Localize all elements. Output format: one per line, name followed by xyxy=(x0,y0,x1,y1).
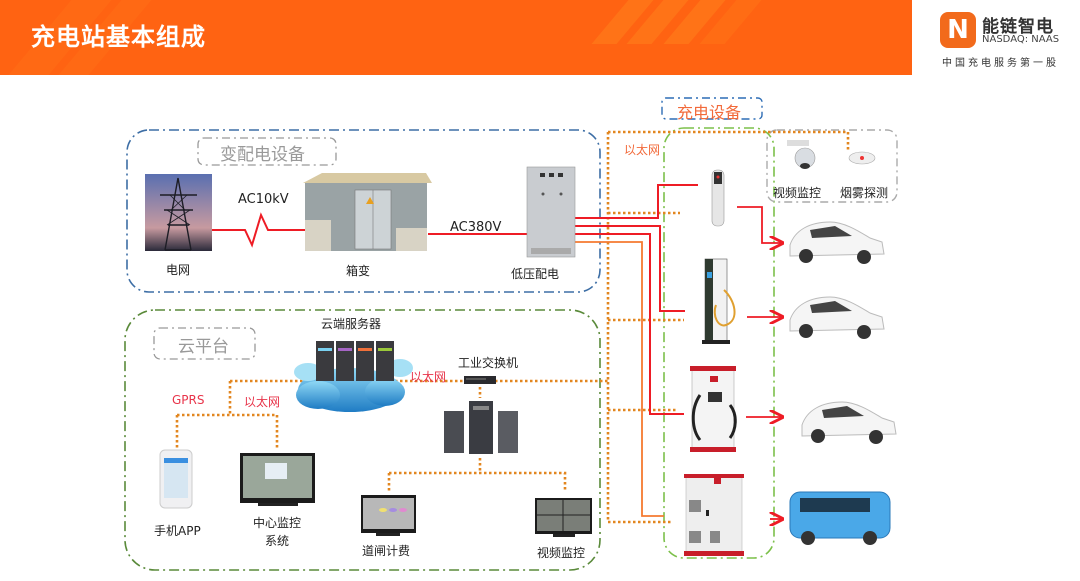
bus-image xyxy=(789,491,891,545)
car-3-image xyxy=(801,401,897,444)
industrial-switch-image xyxy=(464,376,496,384)
gate-billing-monitor-image xyxy=(361,495,416,536)
logo-ticker: NASDAQ: NAAS xyxy=(982,34,1060,45)
ac-charging-pile-image xyxy=(702,258,736,344)
lv-link-label: AC380V xyxy=(450,220,502,235)
charging-group-title: 充电设备 xyxy=(677,103,742,122)
power-lines xyxy=(211,184,698,415)
aux-video-label: 视频监控 xyxy=(773,186,822,200)
low-voltage-cabinet-image xyxy=(526,166,576,258)
logo-slogan: 中国充电服务第一股 xyxy=(942,58,1059,69)
dc-charging-pile-image xyxy=(690,366,737,452)
grid-label: 电网 xyxy=(166,263,191,277)
brand-logo: N 能链智电 NASDAQ: NAAS 中国充电服务第一股 xyxy=(940,12,1070,72)
ethernet-left-label: 以太网 xyxy=(244,395,281,409)
center-monitor-image xyxy=(240,453,315,506)
ptz-camera-image xyxy=(787,140,816,169)
car-2-image xyxy=(789,296,885,339)
aux-smoke-label: 烟雾探测 xyxy=(840,186,889,200)
cloud-group-title: 云平台 xyxy=(178,337,229,357)
portable-charger-image xyxy=(711,169,725,227)
page-title: 充电站基本组成 xyxy=(31,23,206,51)
charging-cabinet-image xyxy=(684,474,744,556)
car-1-image xyxy=(789,221,885,264)
ethernet-lines xyxy=(175,130,850,524)
cabinet-feed-line xyxy=(575,241,664,517)
vehicle-arrows xyxy=(737,206,782,519)
gprs-label: GPRS xyxy=(172,393,205,407)
charging-ethernet-label: 以太网 xyxy=(624,143,661,157)
cloud-group-border xyxy=(124,309,601,571)
power-group-border xyxy=(126,129,601,293)
hv-link-label: AC10kV xyxy=(238,192,289,207)
smoke-detector-image xyxy=(848,151,876,165)
aux-group-border xyxy=(766,129,898,203)
switch-label: 工业交换机 xyxy=(458,356,519,370)
title-banner: 充电站基本组成 xyxy=(0,0,912,75)
low-voltage-label: 低压配电 xyxy=(511,267,560,281)
charging-group-border xyxy=(663,127,775,559)
charging-title-border xyxy=(661,97,763,120)
center-monitor-label-1: 中心监控 xyxy=(253,516,302,530)
center-monitor-label-2: 系统 xyxy=(265,534,290,548)
mobile-app-label: 手机APP xyxy=(154,524,201,538)
logo-name: 能链智电 xyxy=(982,17,1054,37)
power-title-border xyxy=(197,137,337,166)
power-group-title: 变配电设备 xyxy=(220,145,305,165)
mobile-phone-image xyxy=(159,449,193,509)
server-tower-image xyxy=(444,401,518,454)
ethernet-center-label: 以太网 xyxy=(410,370,447,384)
cloud-server-image xyxy=(294,341,413,412)
video-monitor-image xyxy=(535,498,592,537)
gate-billing-label: 道闸计费 xyxy=(362,544,411,558)
box-transformer-image xyxy=(303,173,432,251)
cloud-server-label: 云端服务器 xyxy=(321,317,382,331)
logo-mark-icon: N xyxy=(940,12,976,48)
box-transformer-label: 箱变 xyxy=(346,264,371,278)
cloud-title-border xyxy=(153,327,256,360)
video-monitor-label: 视频监控 xyxy=(537,546,586,560)
grid-tower-image xyxy=(145,174,212,251)
